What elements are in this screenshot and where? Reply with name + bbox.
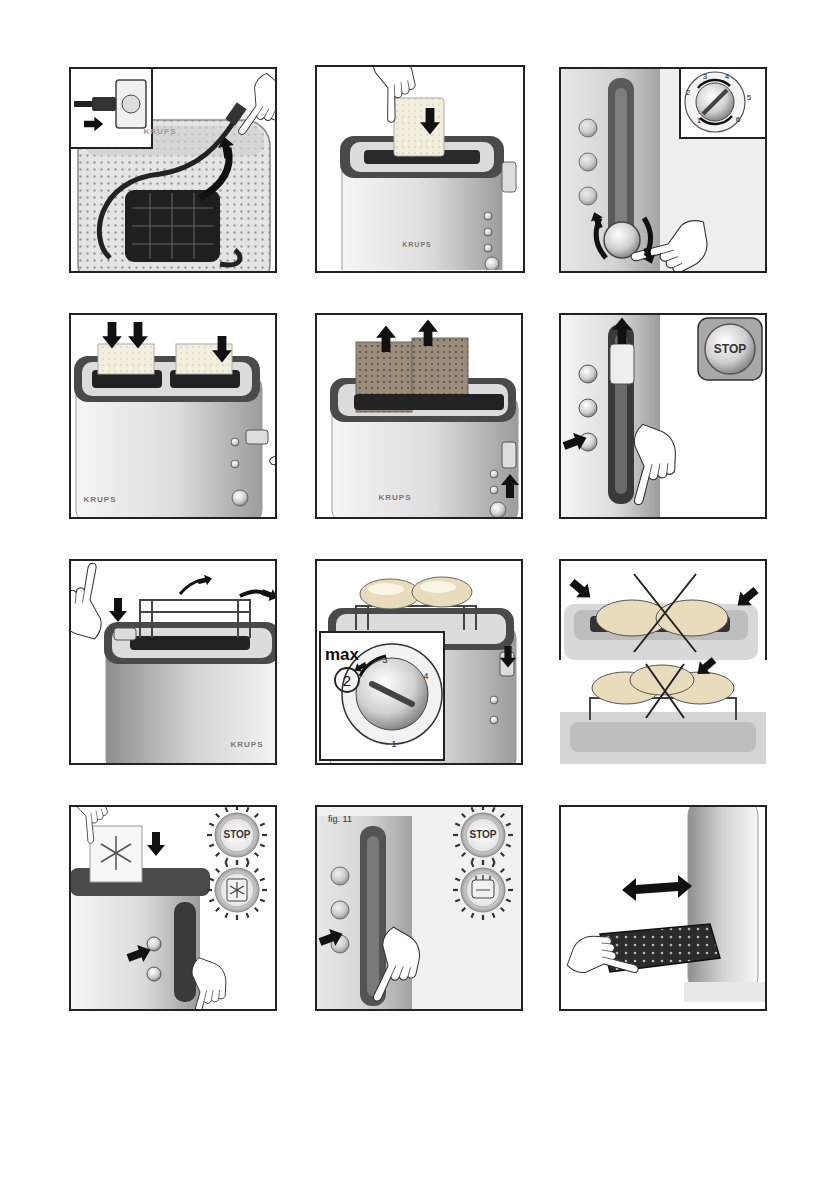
panel-bun-rack <box>58 560 282 774</box>
dial-setting: max <box>325 646 359 663</box>
dial-number: 1 <box>391 740 396 749</box>
panel-insert-bread <box>316 50 524 283</box>
panel-lower-lever <box>70 314 350 524</box>
dial-number: 6 <box>736 116 740 124</box>
panel-buns-max2 <box>316 560 597 774</box>
panel-plug-in <box>70 68 295 290</box>
panel-defrost <box>70 784 276 1028</box>
button-text: STOP <box>714 343 746 355</box>
dial-number: 2 <box>343 673 351 688</box>
panel-browning-dial <box>560 68 766 286</box>
panel-warnings <box>560 560 766 764</box>
dial-number: 1 <box>697 117 701 125</box>
panel-reheat <box>312 805 522 1020</box>
dial-number: 5 <box>747 94 751 102</box>
brand-logo: KRUPS <box>83 496 116 504</box>
dial-number: 3 <box>703 73 707 81</box>
brand-logo: KRUPS <box>143 128 176 136</box>
figure-label: fig. 11 <box>328 815 352 824</box>
icon-text: STOP <box>469 830 496 840</box>
panel-stop-button <box>560 314 766 518</box>
brand-logo: KRUPS <box>378 494 411 502</box>
dial-number: 3 <box>382 656 387 665</box>
dial-number: 2 <box>686 89 690 97</box>
icon-text: STOP <box>223 830 250 840</box>
panel-crumb-tray <box>560 796 766 1010</box>
dial-number: 4 <box>423 672 428 681</box>
brand-logo: KRUPS <box>402 241 432 248</box>
panel-toast-up <box>316 314 522 524</box>
brand-logo: KRUPS <box>230 741 263 749</box>
dial-number: 4 <box>725 73 729 81</box>
